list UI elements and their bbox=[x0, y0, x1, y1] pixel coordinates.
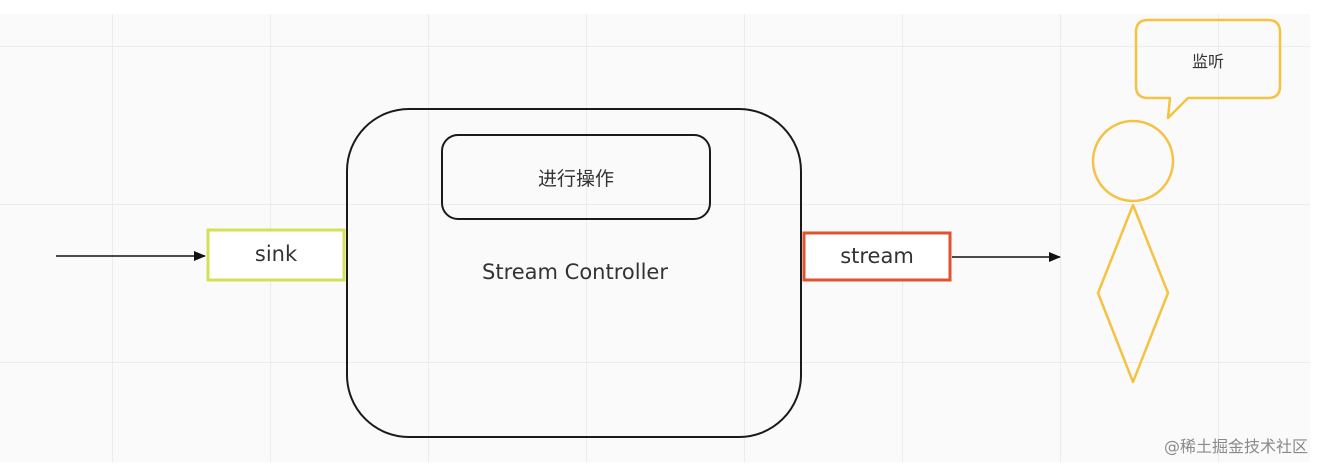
speech-bubble bbox=[1134, 18, 1282, 120]
stream-box bbox=[802, 231, 952, 282]
sink-box bbox=[206, 228, 346, 282]
stream-controller-box bbox=[346, 108, 802, 438]
operation-label: 进行操作 bbox=[537, 168, 614, 190]
listen-label: 监听 bbox=[1191, 52, 1224, 71]
operation-box bbox=[441, 134, 711, 220]
listener-body bbox=[1096, 203, 1170, 384]
watermark: @稀土掘金技术社区 bbox=[1163, 437, 1308, 456]
diagram-canvas bbox=[0, 14, 1310, 462]
listener-head bbox=[1091, 119, 1175, 203]
sink-label: sink bbox=[254, 242, 298, 266]
stream-label: stream bbox=[840, 244, 914, 268]
stream-controller-label: Stream Controller bbox=[482, 260, 668, 284]
